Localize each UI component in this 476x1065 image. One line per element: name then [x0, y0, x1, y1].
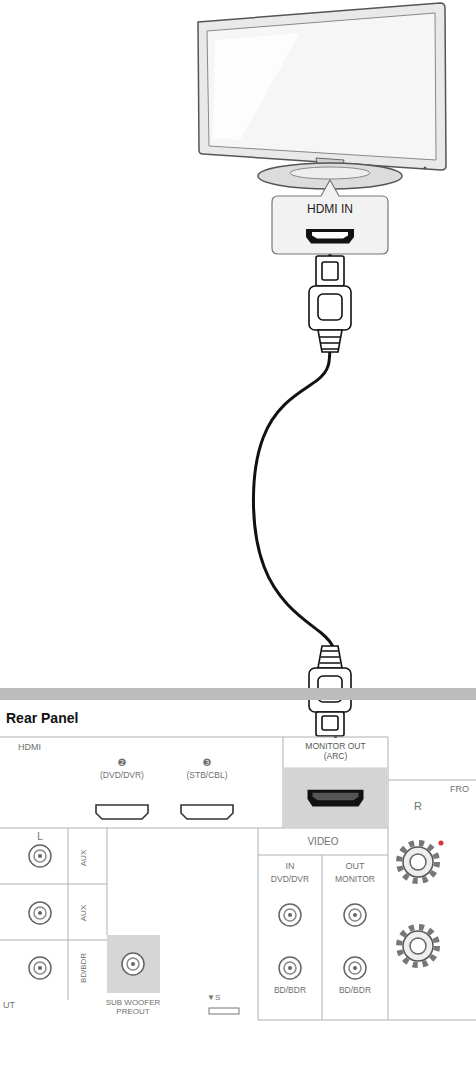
callout-shape [272, 180, 388, 254]
panel-label: AUX [79, 850, 88, 866]
slot-symbol [209, 1008, 239, 1014]
polarity-dot [439, 841, 444, 846]
node-label: (ARC) [284, 751, 387, 761]
panel-edge-bar [0, 688, 476, 700]
panel-label: BD/BDR [274, 986, 306, 996]
panel-label: IN [286, 861, 295, 871]
speaker-terminals [399, 843, 437, 965]
node-label: MONITOR OUT [284, 741, 387, 751]
rca-jack [279, 957, 301, 979]
panel-label: SUB WOOFER PREOUT [102, 998, 164, 1016]
speaker-terminal [399, 843, 437, 881]
panel-label: (DVD/DVR) [100, 771, 144, 781]
panel-label: (STB/CBL) [186, 771, 227, 781]
panel-label: ❸ [203, 757, 212, 769]
rear-panel-lines [0, 737, 476, 1020]
panel-title: Rear Panel [6, 710, 78, 726]
rca-jack [122, 953, 144, 975]
tv-monitor [198, 3, 446, 189]
hdmi-port [308, 790, 364, 807]
callout-box: HDMI IN [272, 196, 388, 254]
panel-label: OUT [346, 861, 365, 871]
panel-label: ▼S [207, 993, 220, 1002]
panel-label: AUX [79, 905, 88, 921]
rca-jack [344, 957, 366, 979]
hdmi-ports [96, 805, 233, 819]
hdmi-port-icon [306, 229, 354, 243]
panel-label: MONITOR [335, 875, 375, 885]
rca-jack [29, 845, 51, 867]
panel-label: DVD/DVR [271, 875, 309, 885]
panel-label: FRO [450, 784, 469, 794]
hdmi-port-slot [312, 232, 348, 238]
panel-label: ❷ [118, 757, 127, 769]
rca-jack [279, 904, 301, 926]
panel-label: L [37, 831, 43, 843]
subwoofer-highlight [107, 935, 160, 993]
panel-label: HDMI [18, 742, 41, 752]
panel-label: UT [3, 1000, 15, 1010]
panel-label: BD/BDR [339, 986, 371, 996]
hdmi-port-slot [313, 793, 359, 801]
panel-label: BD/BDR [79, 953, 88, 983]
rca-jack [29, 902, 51, 924]
highlight-band [284, 767, 387, 828]
rca-jack [344, 904, 366, 926]
panel-label: VIDEO [307, 836, 338, 848]
rca-jack [29, 957, 51, 979]
node-label: HDMI IN [272, 202, 388, 216]
hdmi-plug-top [309, 256, 351, 352]
speaker-terminal [399, 927, 437, 965]
port-box: MONITOR OUT(ARC) [284, 738, 387, 828]
panel-label: R [414, 800, 422, 813]
